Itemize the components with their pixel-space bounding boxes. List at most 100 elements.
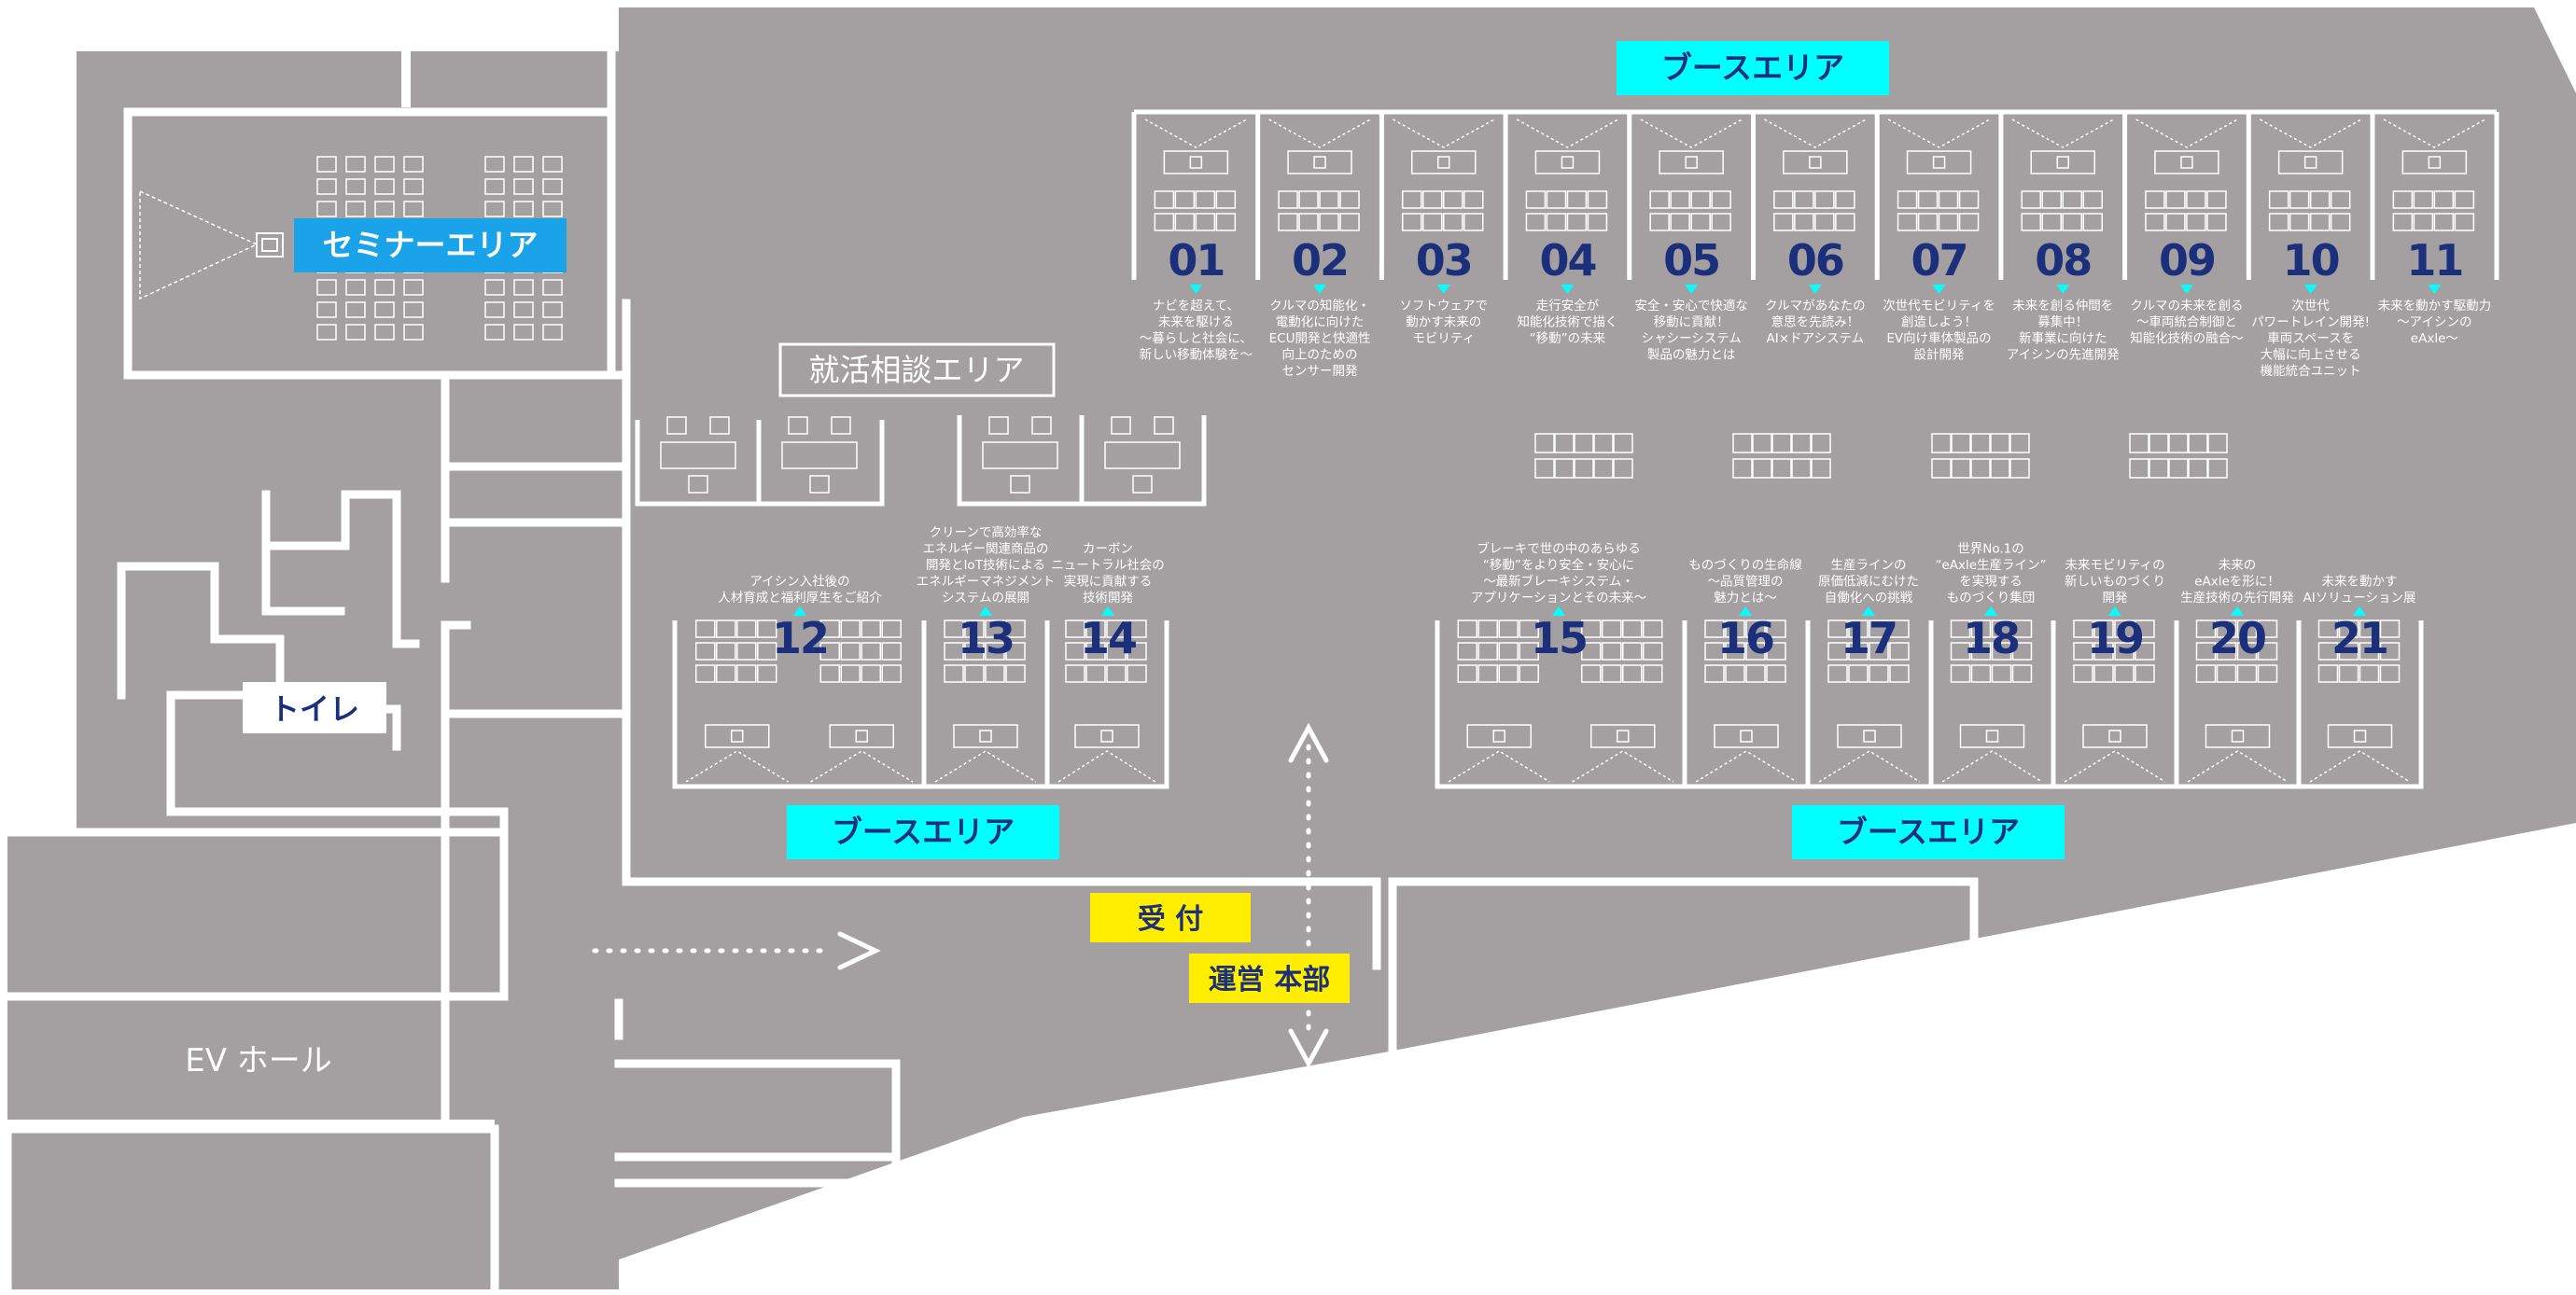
booth-number: 12	[772, 613, 828, 663]
booth-description: ものづくりの生命線～品質管理の魅力とは～	[1688, 557, 1802, 606]
booth-16[interactable]: 16 ものづくりの生命線～品質管理の魅力とは～	[1688, 557, 1802, 663]
booth-description: ナビを超えて、未来を駆ける～暮らしと社会に、新しい移動体験を～	[1140, 299, 1253, 363]
booth-pointer-icon	[793, 606, 806, 616]
booth-number: 21	[2331, 613, 2387, 663]
booth-number: 07	[1911, 235, 1967, 285]
booth-row-left	[672, 620, 1169, 789]
booth-pointer-icon	[2428, 285, 2442, 294]
booth-area-left-label: ブースエリア	[787, 805, 1059, 859]
booth-13[interactable]: 13クリーンで高効率なエネルギー関連商品の開発とIoT技術によるエネルギーマネジ…	[917, 524, 1056, 663]
booth-pointer-icon	[2303, 285, 2317, 294]
booth-number: 08	[2035, 235, 2091, 285]
entry-arrow	[592, 931, 881, 970]
consult-area-label: 就活相談エリア	[778, 342, 1056, 397]
booth-area-top-label: ブースエリア	[1617, 41, 1889, 95]
booth-number: 05	[1663, 235, 1719, 285]
ev-hall-label: EV ホール	[185, 1042, 332, 1079]
booth-description: 世界No.1の“eAxle生産ライン”を実現するものづくり集団	[1935, 542, 2046, 606]
booth-pointer-icon	[1552, 606, 1565, 616]
booth-number: 10	[2283, 235, 2339, 285]
reception-label: 受 付	[1090, 893, 1251, 942]
booth-pointer-icon	[2056, 285, 2070, 294]
booth-pointer-icon	[1189, 285, 1203, 294]
booth-description: カーボンニュートラル社会の実現に貢献する技術開発	[1051, 542, 1165, 606]
booth-number: 06	[1787, 235, 1843, 285]
booth-description: アイシン入社後の人材育成と福利厚生をご紹介	[718, 575, 882, 606]
booth-description: クルマの未来を創る～車両統合制御と知能化技術の融合～	[2130, 299, 2244, 346]
svg-text:ブースエリア: ブースエリア	[1661, 49, 1844, 86]
booth-pointer-icon	[2179, 285, 2193, 294]
booth-10[interactable]: 10 次世代パワートレイン開発!車両スペースを大幅に向上させる機能統合ユニット	[2251, 235, 2370, 379]
svg-text:就活相談エリア: 就活相談エリア	[809, 352, 1025, 388]
booth-description: 安全・安心で快適な移動に貢献！シャシーシステム製品の魅力とは	[1634, 298, 1748, 363]
booth-description: 未来モビリティの新しいものづくり開発	[2065, 558, 2165, 606]
booth-pointer-icon	[1932, 285, 1946, 294]
booth-description: 次世代パワートレイン開発!車両スペースを大幅に向上させる機能統合ユニット	[2251, 299, 2370, 379]
svg-text:トイレ: トイレ	[270, 691, 359, 727]
booth-number: 04	[1539, 235, 1595, 285]
booth-number: 15	[1531, 613, 1587, 663]
route-arrow	[1288, 722, 1329, 1069]
booth-07[interactable]: 07 次世代モビリティを創造しよう！EV向け車体製品の設計開発	[1883, 235, 1995, 363]
booth-15[interactable]: 15 ブレーキで世の中のあらゆる“移動”をより安全・安心に～最新ブレーキシステム・…	[1471, 541, 1646, 664]
booth-number: 16	[1717, 613, 1773, 663]
svg-text:ブースエリア: ブースエリア	[1837, 814, 2020, 850]
seminar-stage	[139, 189, 259, 300]
booth-description: 走行安全が知能化技術で描く“移動”の未来	[1517, 298, 1617, 346]
consult-desks	[660, 416, 1181, 494]
booth-description: クリーンで高効率なエネルギー関連商品の開発とIoT技術によるエネルギーマネジメン…	[917, 524, 1056, 606]
svg-text:ブースエリア: ブースエリア	[832, 814, 1015, 850]
booth-description: 生産ラインの原価低減にむけた自働化への挑戦	[1818, 558, 1919, 606]
booth-row-right	[1435, 620, 2424, 789]
booth-row-top	[1131, 109, 2499, 280]
booth-06[interactable]: 06 クルマがあなたの意思を先読み！AI×ドアシステム	[1765, 235, 1866, 346]
booth-description: ブレーキで世の中のあらゆる“移動”をより安全・安心に～最新ブレーキシステム・アプ…	[1471, 541, 1646, 606]
booth-number: 03	[1416, 235, 1472, 285]
booth-number: 18	[1963, 613, 2019, 663]
svg-text:受 付: 受 付	[1138, 903, 1203, 936]
consult-booths	[635, 415, 1207, 507]
booth-number: 14	[1080, 613, 1136, 663]
svg-text:運営 本部: 運営 本部	[1209, 964, 1330, 996]
booth-pointer-icon	[1436, 285, 1450, 294]
booth-description: クルマがあなたの意思を先読み！AI×ドアシステム	[1765, 299, 1866, 346]
booth-05[interactable]: 05 安全・安心で快適な移動に貢献！シャシーシステム製品の魅力とは	[1634, 235, 1748, 363]
svg-text:セミナーエリア: セミナーエリア	[323, 227, 539, 263]
booth-frames-top	[1144, 112, 2486, 280]
booth-pointer-icon	[979, 606, 992, 616]
booth-pointer-icon	[1984, 606, 1997, 616]
booth-01[interactable]: 01 ナビを超えて、未来を駆ける～暮らしと社会に、新しい移動体験を～	[1140, 235, 1253, 363]
booth-pointer-icon	[1862, 606, 1875, 616]
booth-furniture-bottom	[685, 620, 2411, 783]
booth-14[interactable]: 14 カーボンニュートラル社会の実現に貢献する技術開発	[1051, 542, 1165, 664]
booth-description: ソフトウェアで動かす未来のモビリティ	[1400, 299, 1489, 346]
booth-04[interactable]: 04 走行安全が知能化技術で描く“移動”の未来	[1517, 235, 1617, 346]
booth-pointer-icon	[1101, 606, 1114, 616]
booth-12[interactable]: 12 アイシン入社後の人材育成と福利厚生をご紹介	[718, 575, 882, 664]
booth-03[interactable]: 03 ソフトウェアで動かす未来のモビリティ	[1400, 235, 1489, 346]
booth-labels: 01 ナビを超えて、未来を駆ける～暮らしと社会に、新しい移動体験を～02クルマの知…	[718, 235, 2491, 663]
booth-description: 次世代モビリティを創造しよう！EV向け車体製品の設計開発	[1883, 299, 1995, 363]
toilet-label: トイレ	[243, 682, 386, 733]
booth-18[interactable]: 18 世界No.1の“eAxle生産ライン”を実現するものづくり集団	[1935, 542, 2046, 664]
booth-area-right-label: ブースエリア	[1792, 805, 2065, 859]
booth-pointer-icon	[2353, 606, 2366, 616]
booth-number: 02	[1292, 235, 1348, 285]
seminar-area-label: セミナーエリア	[294, 218, 567, 272]
booth-number: 01	[1168, 235, 1224, 285]
floor	[7, 7, 2576, 1289]
desk-clusters	[1534, 433, 2228, 479]
booth-pointer-icon	[2108, 606, 2121, 616]
